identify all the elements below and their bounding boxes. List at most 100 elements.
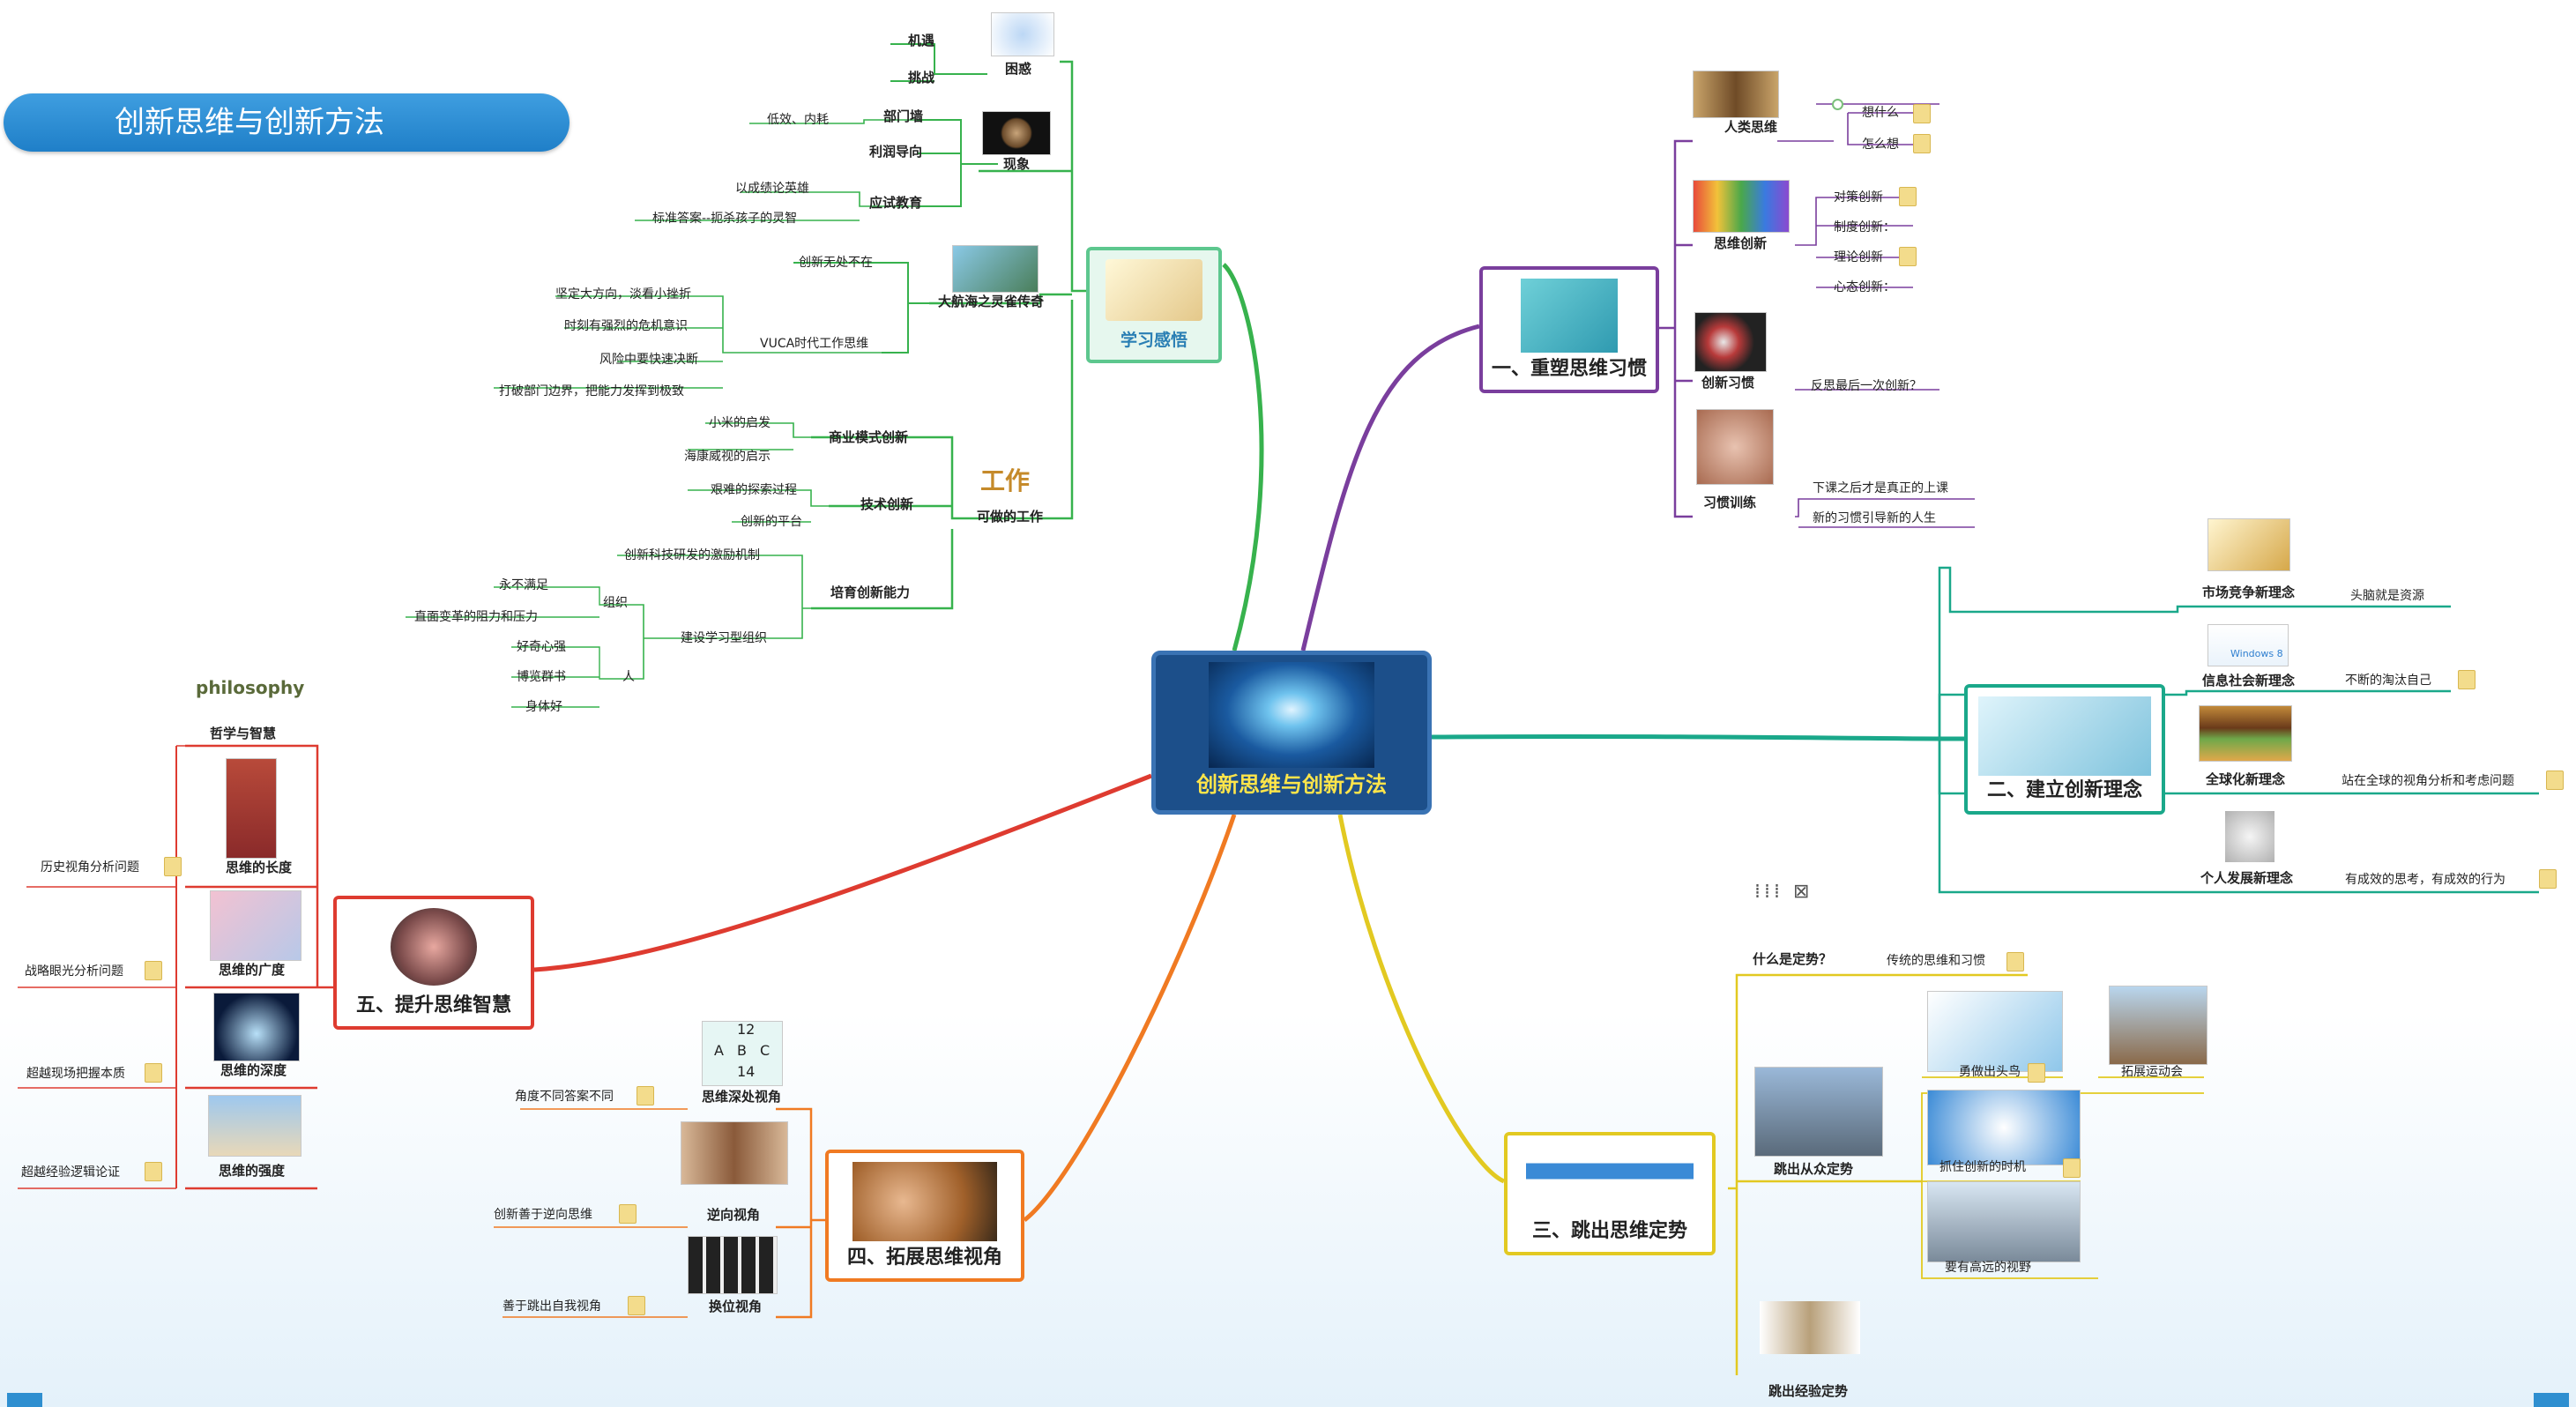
node-b5d[interactable]: 思维的强度 <box>219 1163 286 1179</box>
node-k1a[interactable]: 机遇 <box>908 33 935 48</box>
note-icon[interactable] <box>145 1162 162 1181</box>
node-b1a1[interactable]: 想什么 <box>1862 106 1899 120</box>
node-b1d[interactable]: 习惯训练 <box>1703 495 1757 510</box>
node-k3b3[interactable]: 风险中要快速决断 <box>599 353 698 367</box>
node-b4b1[interactable]: 创新善于逆向思维 <box>494 1208 592 1222</box>
node-k4a1[interactable]: 小米的启发 <box>709 416 771 430</box>
node-b4c1[interactable]: 善于跳出自我视角 <box>503 1299 601 1314</box>
topic-learning[interactable]: 学习感悟 <box>1086 247 1222 363</box>
node-b1d2[interactable]: 新的习惯引导新的人生 <box>1813 511 1936 525</box>
node-k3a[interactable]: 创新无处不在 <box>799 256 873 270</box>
node-b2c1[interactable]: 站在全球的视角分析和考虑问题 <box>2341 774 2514 788</box>
node-b2d1[interactable]: 有成效的思考，有成效的行为 <box>2345 873 2505 887</box>
node-b4a1[interactable]: 角度不同答案不同 <box>515 1090 614 1104</box>
node-b3c[interactable]: 跳出经验定势 <box>1768 1383 1849 1399</box>
node-k4c[interactable]: 培育创新能力 <box>830 584 911 600</box>
node-k4c2[interactable]: 建设学习型组织 <box>681 631 767 645</box>
node-b4b[interactable]: 逆向视角 <box>707 1207 761 1223</box>
node-k1b[interactable]: 挑战 <box>908 70 935 86</box>
node-b5-top[interactable]: 哲学与智慧 <box>210 726 277 741</box>
collapse-dot[interactable] <box>1832 99 1843 110</box>
node-k2a[interactable]: 部门墙 <box>883 108 924 124</box>
node-k4a2[interactable]: 海康威视的启示 <box>684 450 771 464</box>
node-b3b[interactable]: 跳出从众定势 <box>1774 1161 1854 1177</box>
node-b5c[interactable]: 思维的深度 <box>220 1062 287 1078</box>
note-icon[interactable] <box>1899 247 1917 266</box>
node-b1b2[interactable]: 制度创新： <box>1834 220 1895 234</box>
node-b5c1[interactable]: 超越现场把握本质 <box>26 1067 125 1081</box>
node-b3b4[interactable]: 要有高远的视野 <box>1945 1261 2031 1275</box>
node-k3b4[interactable]: 打破部门边界，把能力发挥到极致 <box>499 384 684 398</box>
note-icon[interactable] <box>2539 869 2557 889</box>
topic-branch4[interactable]: 四、拓展思维视角 <box>825 1150 1024 1282</box>
node-per2[interactable]: 博览群书 <box>517 670 566 684</box>
note-icon[interactable] <box>2063 1158 2081 1178</box>
node-b1b1[interactable]: 对策创新 <box>1834 190 1883 205</box>
node-k2b[interactable]: 利润导向 <box>869 144 923 160</box>
node-b1b[interactable]: 思维创新 <box>1714 235 1768 251</box>
node-b3a1[interactable]: 传统的思维和习惯 <box>1887 954 1985 968</box>
node-per1[interactable]: 好奇心强 <box>517 640 566 654</box>
node-b1b4[interactable]: 心态创新： <box>1834 280 1895 294</box>
note-icon[interactable] <box>164 857 182 876</box>
node-b1a2[interactable]: 怎么想 <box>1862 138 1899 152</box>
note-icon[interactable] <box>2006 952 2024 972</box>
node-k2c1[interactable]: 以成绩论英雄 <box>735 182 809 196</box>
node-b4c[interactable]: 换位视角 <box>709 1299 763 1314</box>
node-b1c[interactable]: 创新习惯 <box>1701 375 1755 391</box>
node-per3[interactable]: 身体好 <box>525 700 562 714</box>
node-b5b[interactable]: 思维的广度 <box>219 962 286 978</box>
node-k2c[interactable]: 应试教育 <box>869 195 923 211</box>
note-icon[interactable] <box>145 961 162 980</box>
node-b2b1[interactable]: 不断的淘汰自己 <box>2345 674 2431 688</box>
node-k3b2[interactable]: 时刻有强烈的危机意识 <box>564 319 688 333</box>
node-k1[interactable]: 困惑 <box>1005 61 1032 77</box>
note-icon[interactable] <box>1913 134 1931 153</box>
node-k3b[interactable]: VUCA时代工作思维 <box>760 337 869 351</box>
node-b4a[interactable]: 思维深处视角 <box>702 1089 782 1105</box>
node-k2a1[interactable]: 低效、内耗 <box>767 113 829 127</box>
topic-branch5[interactable]: 五、提升思维智慧 <box>333 896 534 1030</box>
node-b3b2[interactable]: 拓展运动会 <box>2121 1065 2183 1079</box>
note-icon[interactable] <box>619 1204 637 1224</box>
note-icon[interactable] <box>1913 104 1931 123</box>
node-b5d1[interactable]: 超越经验逻辑论证 <box>21 1165 120 1180</box>
note-icon[interactable] <box>1899 187 1917 206</box>
central-topic[interactable]: 创新思维与创新方法 <box>1151 651 1432 815</box>
node-k3[interactable]: 大航海之灵雀传奇 <box>938 294 1045 309</box>
node-b2c[interactable]: 全球化新理念 <box>2206 771 2286 787</box>
node-b3b3[interactable]: 抓住创新的时机 <box>1939 1160 2026 1174</box>
node-org2[interactable]: 直面变革的阻力和压力 <box>414 610 538 624</box>
note-icon[interactable] <box>2028 1063 2045 1083</box>
node-b1b3[interactable]: 理论创新 <box>1834 250 1883 264</box>
node-per[interactable]: 人 <box>622 670 635 684</box>
node-b5a[interactable]: 思维的长度 <box>226 860 293 875</box>
node-b5b1[interactable]: 战略眼光分析问题 <box>25 964 123 979</box>
node-k2[interactable]: 现象 <box>1003 156 1031 172</box>
node-org[interactable]: 组织 <box>603 596 628 610</box>
node-b1c1[interactable]: 反思最后一次创新？ <box>1811 379 1922 393</box>
topic-branch1[interactable]: 一、重塑思维习惯 <box>1479 266 1659 393</box>
node-b2d[interactable]: 个人发展新理念 <box>2200 870 2294 886</box>
node-k4b2[interactable]: 创新的平台 <box>741 515 802 529</box>
note-icon[interactable] <box>145 1063 162 1083</box>
node-k4c1[interactable]: 创新科技研发的激励机制 <box>624 548 760 562</box>
note-icon[interactable] <box>637 1086 654 1106</box>
topic-branch2[interactable]: 二、建立创新理念 <box>1964 684 2165 815</box>
node-k4[interactable]: 可做的工作 <box>977 509 1044 525</box>
node-k3b1[interactable]: 坚定大方向，淡看小挫折 <box>555 287 691 302</box>
note-icon[interactable] <box>2458 670 2475 689</box>
node-b5a1[interactable]: 历史视角分析问题 <box>41 860 139 875</box>
node-b2b[interactable]: 信息社会新理念 <box>2202 673 2296 689</box>
node-b3a[interactable]: 什么是定势？ <box>1753 951 1833 967</box>
note-icon[interactable] <box>2546 770 2564 790</box>
node-b2a1[interactable]: 头脑就是资源 <box>2350 589 2424 603</box>
note-icon[interactable] <box>628 1296 645 1315</box>
topic-branch3[interactable]: 三、跳出思维定势 <box>1504 1132 1716 1255</box>
node-b1a[interactable]: 人类思维 <box>1724 119 1778 135</box>
node-b1d1[interactable]: 下课之后才是真正的上课 <box>1813 481 1948 495</box>
node-k4b[interactable]: 技术创新 <box>860 496 914 512</box>
node-b2a[interactable]: 市场竞争新理念 <box>2202 584 2296 600</box>
node-org1[interactable]: 永不满足 <box>499 578 548 592</box>
node-k2c2[interactable]: 标准答案--扼杀孩子的灵智 <box>652 212 798 226</box>
